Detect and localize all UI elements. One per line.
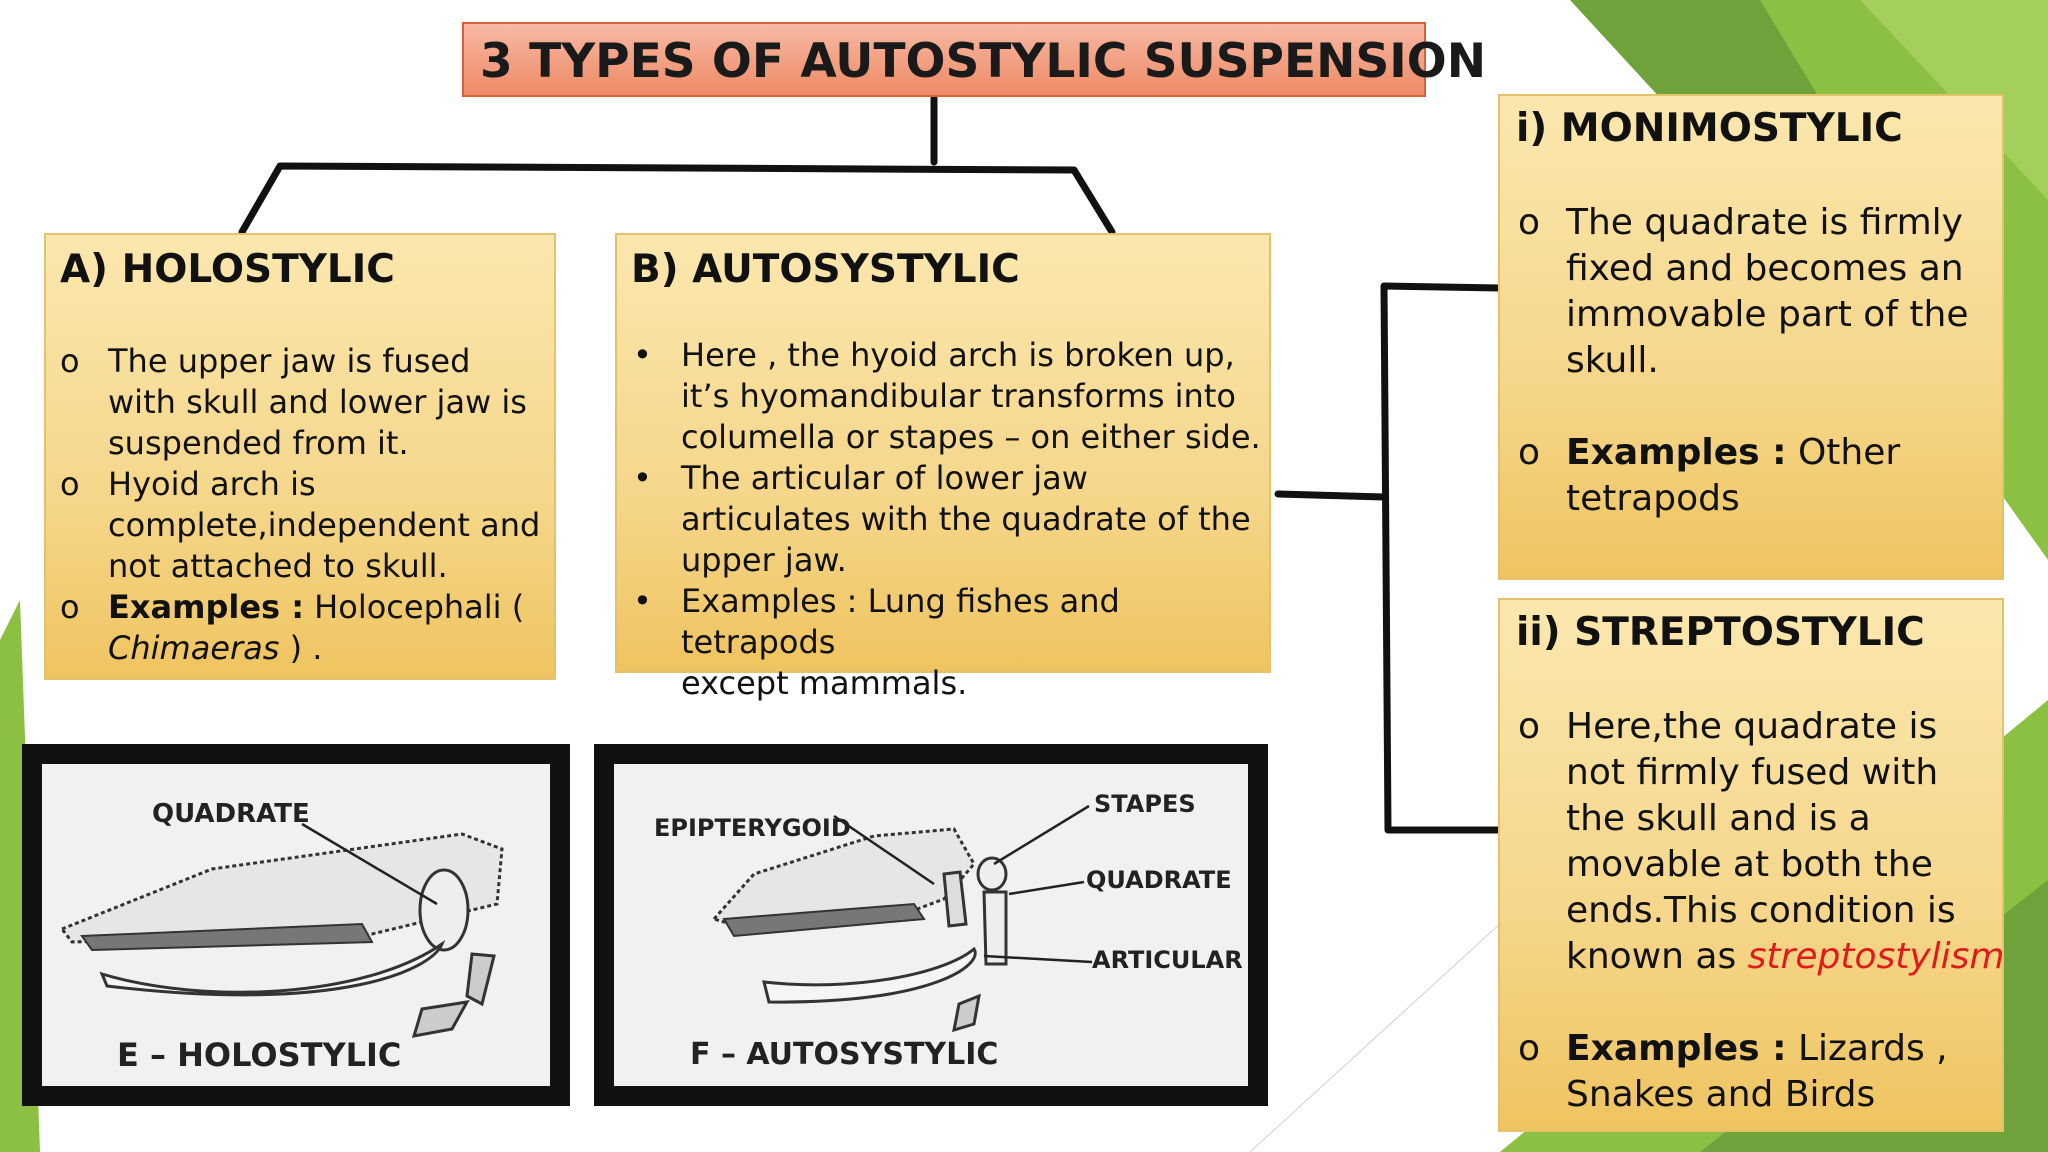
autosystylic-p3-line2: except mammals. (681, 664, 968, 702)
list-item: o Examples : Lizards , Snakes and Birds (1518, 1026, 2004, 1118)
examples-label: Examples : (108, 588, 304, 626)
holostylic-p1-line2: with skull and lower jaw is (108, 383, 527, 421)
monimostylic-heading: i) MONIMOSTYLIC (1516, 106, 1903, 151)
autosystylic-p1-line1: Here , the hyoid arch is broken up, (681, 336, 1235, 374)
list-item: o Here,the quadrate is not firmly fused … (1518, 704, 2004, 980)
autosystylic-p1-line2: it’s hyomandibular transforms into (681, 377, 1236, 415)
holostylic-list: o The upper jaw is fused with skull and … (60, 341, 541, 669)
bullet-dot: • (633, 336, 652, 374)
autosystylic-box: B) AUTOSYSTYLIC • Here , the hyoid arch … (615, 233, 1271, 702)
bullet-dot: • (633, 459, 652, 497)
bullet-dot: • (633, 582, 652, 620)
holostylic-p3-line1: Examples : Holocephali ( (108, 587, 540, 628)
figure-caption: E – HOLOSTYLIC (117, 1036, 401, 1074)
streptostylic-p1-line4: movable at both the (1566, 844, 1933, 885)
holostylic-p3-line2: Chimaeras ) . (108, 628, 540, 669)
label-quadrate: QUADRATE (152, 799, 310, 829)
streptostylic-p1-line6: known as streptostylism (1566, 934, 2004, 980)
examples-text: Other (1786, 432, 1901, 473)
monimostylic-p2-line2: tetrapods (1566, 478, 1740, 519)
label-stapes: STAPES (1094, 790, 1196, 818)
holostylic-p2-line3: not attached to skull. (108, 547, 448, 585)
examples-label: Examples : (1566, 432, 1787, 473)
holostylic-p1-line1: The upper jaw is fused (108, 342, 471, 380)
label-quadrate: QUADRATE (1086, 866, 1232, 894)
figure-holostylic-panel: QUADRATE E – HOLOSTYLIC (42, 764, 550, 1086)
list-item: o Hyoid arch is complete,independent and… (60, 464, 541, 587)
streptostylic-box: ii) STREPTOSTYLIC o Here,the quadrate is… (1498, 598, 2004, 1132)
list-item: o Examples : Holocephali ( Chimaeras ) . (60, 587, 540, 669)
streptostylic-p1-line3: the skull and is a (1566, 798, 1871, 839)
streptostylic-known-as: known as (1566, 936, 1748, 977)
bullet-circle: o (60, 342, 80, 380)
holostylic-p2-line1: Hyoid arch is (108, 465, 316, 503)
streptostylic-p2-line1: Examples : Lizards , (1566, 1026, 2004, 1072)
examples-label: Examples : (1566, 1028, 1787, 1069)
monimostylic-list: o The quadrate is firmly fixed and becom… (1518, 200, 1969, 522)
holostylic-heading: A) HOLOSTYLIC (60, 247, 395, 292)
page-title: 3 TYPES OF AUTOSTYLIC SUSPENSION (480, 34, 1487, 89)
autosystylic-heading: B) AUTOSYSTYLIC (631, 247, 1020, 292)
holostylic-p1-line3: suspended from it. (108, 424, 409, 462)
figure-caption: F – AUTOSYSTYLIC (690, 1037, 998, 1072)
bullet-circle: o (60, 465, 80, 503)
autosystylic-list: • Here , the hyoid arch is broken up, it… (633, 335, 1269, 704)
monimostylic-p1-line3: immovable part of the (1566, 294, 1969, 335)
label-articular: ARTICULAR (1092, 946, 1243, 974)
autosystylic-p2-line3: upper jaw. (681, 541, 847, 579)
streptostylic-list: o Here,the quadrate is not firmly fused … (1518, 704, 2004, 1118)
monimostylic-p1-line2: fixed and becomes an (1566, 248, 1964, 289)
list-item: • The articular of lower jaw articulates… (633, 458, 1269, 581)
streptostylic-p2-line2: Snakes and Birds (1566, 1074, 1876, 1115)
figure-autosystylic: EPIPTERYGOID STAPES QUADRATE ARTICULAR F… (594, 744, 1268, 1106)
bullet-circle: o (1518, 706, 1541, 747)
figure-holostylic: QUADRATE E – HOLOSTYLIC (22, 744, 570, 1106)
list-item: o The quadrate is firmly fixed and becom… (1518, 200, 1969, 384)
examples-text: Lizards , (1786, 1028, 1948, 1069)
list-item: o The upper jaw is fused with skull and … (60, 341, 540, 464)
title-box: 3 TYPES OF AUTOSTYLIC SUSPENSION (462, 22, 1486, 97)
streptostylism-term: streptostylism (1747, 936, 2005, 977)
streptostylic-p1-line5: ends.This condition is (1566, 890, 1956, 931)
monimostylic-p1-line4: skull. (1566, 340, 1659, 381)
examples-italic: Chimaeras (108, 629, 280, 667)
monimostylic-p2-line1: Examples : Other (1566, 430, 1968, 476)
streptostylic-p1-line2: not firmly fused with (1566, 752, 1939, 793)
autosystylic-p2-line2: articulates with the quadrate of the (681, 500, 1251, 538)
bullet-circle: o (1518, 202, 1541, 243)
autosystylic-p1-line3: columella or stapes – on either side. (681, 418, 1261, 456)
label-epipterygoid: EPIPTERYGOID (654, 814, 851, 842)
holostylic-p2-line2: complete,independent and (108, 506, 541, 544)
examples-end: ) . (279, 629, 323, 667)
autosystylic-p2-line1: The articular of lower jaw (681, 459, 1088, 497)
bullet-circle: o (1518, 1028, 1541, 1069)
streptostylic-heading: ii) STREPTOSTYLIC (1516, 610, 1925, 655)
monimostylic-box: i) MONIMOSTYLIC o The quadrate is firmly… (1498, 94, 2004, 580)
list-item: o Examples : Other tetrapods (1518, 430, 1968, 522)
holostylic-skull-diagram: QUADRATE E – HOLOSTYLIC (59, 799, 504, 1074)
holostylic-box: A) HOLOSTYLIC o The upper jaw is fused w… (44, 233, 556, 680)
bullet-circle: o (60, 588, 80, 626)
autosystylic-skull-diagram: EPIPTERYGOID STAPES QUADRATE ARTICULAR F… (654, 790, 1243, 1072)
bullet-circle: o (1518, 432, 1541, 473)
figure-autosystylic-panel: EPIPTERYGOID STAPES QUADRATE ARTICULAR F… (614, 764, 1248, 1086)
autosystylic-p3-line1: Examples : Lung fishes and tetrapods (681, 582, 1120, 661)
monimostylic-p1-line1: The quadrate is firmly (1566, 202, 1963, 243)
list-item: • Here , the hyoid arch is broken up, it… (633, 335, 1269, 458)
streptostylic-p1-line1: Here,the quadrate is (1566, 706, 1938, 747)
list-item: • Examples : Lung fishes and tetrapods e… (633, 581, 1269, 704)
examples-text: Holocephali ( (304, 588, 525, 626)
